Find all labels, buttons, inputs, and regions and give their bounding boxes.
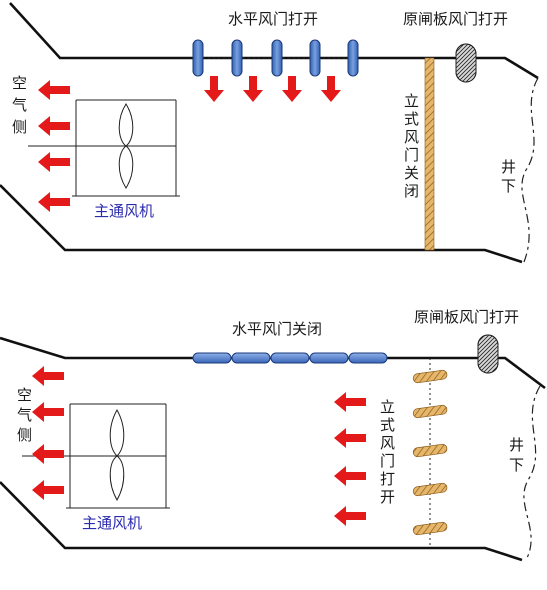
top-air-side-label: 空气侧 [12, 74, 27, 136]
red-arrow-icon [321, 76, 341, 102]
bottom-main-fan [22, 403, 170, 509]
red-arrow-icon [32, 444, 64, 464]
bottom-underground-label: 井下 [509, 436, 524, 474]
red-arrow-icon [32, 366, 64, 386]
bottom-air-arrows [32, 366, 64, 500]
red-arrow-icon [204, 76, 224, 102]
red-arrow-icon [334, 428, 366, 448]
horizontal-door [231, 39, 243, 77]
top-panel: 水平风门打开 原闸板风门打开 立式风门关闭 空气侧 主通风机 井下 [0, 2, 539, 264]
bottom-vertical-door-label: 立式风门打开 [380, 398, 395, 506]
bottom-horizontal-doors-closed [192, 352, 388, 364]
bottom-plate-door-label: 原闸板风门打开 [414, 308, 519, 326]
bottom-panel: 水平风门关闭 原闸板风门打开 立式风门打开 空气侧 主通风机 井下 [0, 308, 546, 562]
horizontal-door [309, 352, 349, 364]
bottom-duct-lower-wall [0, 481, 523, 562]
red-arrow-icon [38, 152, 70, 172]
horizontal-door [270, 352, 310, 364]
red-arrow-icon [334, 392, 366, 412]
vertical-door-slat [412, 482, 448, 497]
top-shaft-edge [521, 77, 539, 263]
vertical-door-slat [412, 369, 448, 384]
bottom-fan-icon [109, 408, 125, 502]
red-arrow-icon [38, 192, 70, 212]
horizontal-door [309, 39, 321, 77]
bottom-air-side-label: 空气侧 [17, 386, 32, 444]
bottom-plate-door [477, 334, 499, 374]
red-arrow-icon [334, 506, 366, 526]
top-horizontal-doors-open [192, 39, 359, 77]
bottom-fan-label: 主通风机 [82, 514, 142, 532]
vertical-door-slat [412, 521, 448, 536]
top-air-arrows [38, 80, 70, 212]
red-arrow-icon [32, 402, 64, 422]
top-horizontal-door-label: 水平风门打开 [228, 10, 318, 28]
horizontal-door [231, 352, 271, 364]
bottom-horizontal-door-label: 水平风门关闭 [232, 320, 322, 338]
top-plate-door-label: 原闸板风门打开 [403, 10, 508, 28]
horizontal-door [347, 39, 359, 77]
vertical-door-slat [412, 404, 448, 419]
red-arrow-icon [38, 116, 70, 136]
horizontal-door [192, 352, 232, 364]
top-fan-label: 主通风机 [94, 202, 154, 220]
top-underground-label: 井下 [501, 158, 516, 195]
red-arrow-icon [334, 466, 366, 486]
horizontal-door [348, 352, 388, 364]
bottom-shaft-edge [523, 385, 541, 561]
red-arrow-icon [32, 480, 64, 500]
top-duct-lower-wall [0, 184, 523, 264]
red-arrow-icon [282, 76, 302, 102]
bottom-vertical-doors-open [412, 358, 448, 548]
red-arrow-icon [243, 76, 263, 102]
red-arrow-icon [38, 80, 70, 100]
bottom-inflow-arrows [334, 392, 366, 526]
top-main-fan [28, 99, 180, 197]
top-down-arrows [204, 76, 341, 102]
top-vertical-door-closed [424, 57, 435, 251]
bottom-duct-upper-wall [0, 336, 546, 390]
horizontal-door [192, 39, 204, 77]
top-vertical-door-label: 立式风门关闭 [404, 92, 419, 200]
vertical-door-slat [412, 443, 448, 458]
top-plate-door [455, 43, 477, 83]
top-fan-icon [118, 103, 134, 189]
horizontal-door [271, 39, 283, 77]
